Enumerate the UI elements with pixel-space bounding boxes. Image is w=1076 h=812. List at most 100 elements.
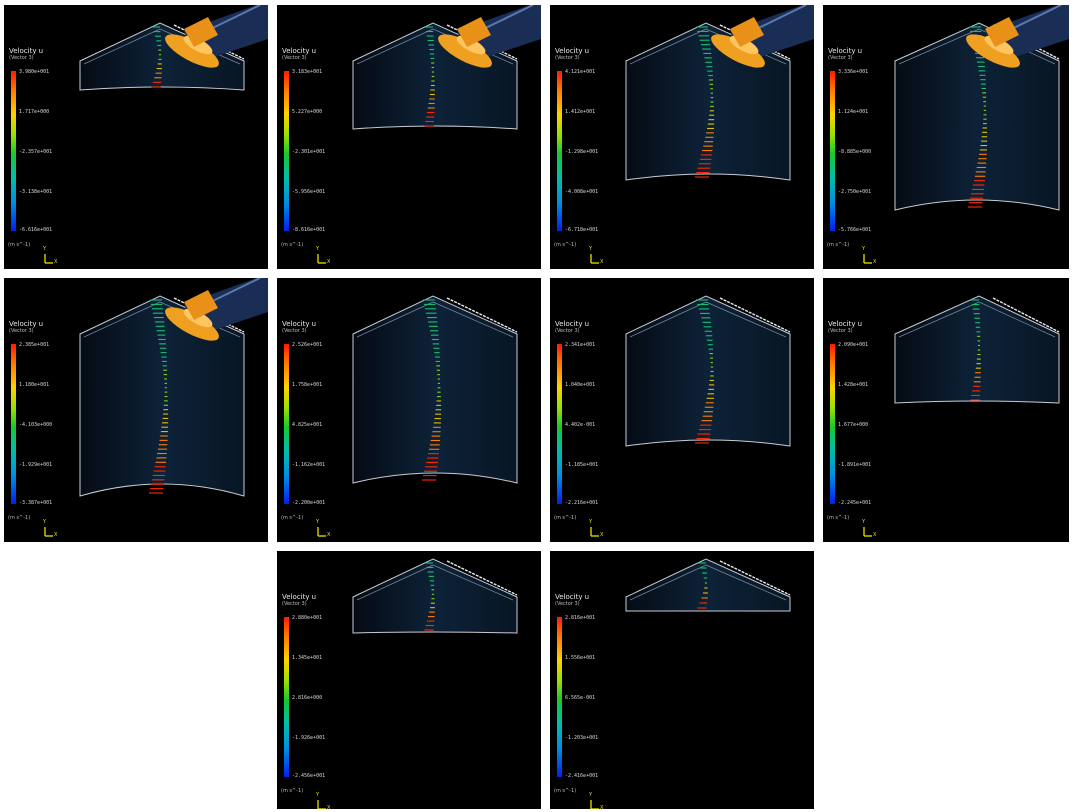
color-scale-bar	[284, 617, 289, 777]
color-scale-tick-label: 1.412e+001	[565, 109, 596, 115]
color-scale-tick-label: -1.929e+001	[19, 462, 53, 468]
color-scale-tick-label: -8.885e+000	[838, 149, 872, 155]
color-scale-tick-label: 2.880e+001	[292, 615, 323, 621]
legend-title: Velocity u	[555, 47, 590, 55]
color-scale-tick-label: -2.216e+001	[565, 500, 599, 506]
legend-subtitle: (Vector 3)	[555, 55, 580, 61]
x-axis-label: X	[873, 259, 877, 265]
intake-valve	[966, 5, 1069, 68]
color-scale-tick-label: 2.816e+000	[292, 695, 323, 701]
x-axis-label: X	[54, 532, 58, 538]
color-scale-tick-label: -3.138e+001	[19, 189, 53, 195]
color-scale-tick-label: -4.008e+001	[565, 189, 599, 195]
color-scale-tick-label: 1.717e+000	[19, 109, 50, 115]
intake-valve	[711, 5, 814, 68]
x-axis-label: X	[600, 532, 604, 538]
units-label: (m s^-1)	[281, 242, 304, 248]
y-axis-label: Y	[589, 246, 593, 252]
y-axis-label: Y	[43, 519, 47, 525]
legend-subtitle: (Vector 3)	[282, 328, 307, 334]
legend-subtitle: (Vector 3)	[555, 328, 580, 334]
units-label: (m s^-1)	[827, 242, 850, 248]
color-scale-tick-label: 1.428e+001	[838, 382, 869, 388]
color-scale-tick-label: 1.180e+001	[19, 382, 50, 388]
cylinder-scene	[79, 5, 268, 91]
x-axis-label: X	[600, 259, 604, 265]
cylinder-scene	[352, 5, 541, 130]
cfd-frame-panel: Velocity u(Vector 3) 4.121e+001 1.412e+001…	[550, 5, 814, 269]
x-axis-label: X	[54, 259, 58, 265]
intake-valve	[165, 5, 268, 68]
x-axis-label: X	[327, 532, 331, 538]
y-axis-label: Y	[589, 519, 593, 525]
color-scale-tick-label: -1.891e+001	[838, 462, 872, 468]
color-scale-bar	[11, 71, 16, 231]
legend-subtitle: (Vector 3)	[828, 55, 853, 61]
color-scale-tick-label: -1.185e+001	[565, 462, 599, 468]
legend-title: Velocity u	[282, 320, 317, 328]
combustion-chamber-outline	[894, 295, 1060, 404]
legend-subtitle: (Vector 3)	[555, 601, 580, 607]
legend-title: Velocity u	[282, 593, 317, 601]
color-scale-tick-label: -6.718e+001	[565, 227, 599, 233]
color-scale-tick-label: -3.387e+001	[19, 500, 53, 506]
color-scale-bar	[557, 71, 562, 231]
units-label: (m s^-1)	[554, 788, 577, 794]
color-scale-tick-label: 3.980e+001	[19, 69, 50, 75]
color-scale-bar	[830, 344, 835, 504]
cfd-frame-panel: Velocity u(Vector 3) 2.816e+001 1.556e+001…	[550, 551, 814, 809]
color-scale-tick-label: 1.556e+001	[565, 655, 596, 661]
color-scale-tick-label: 4.121e+001	[565, 69, 596, 75]
x-axis-label: X	[600, 805, 604, 809]
units-label: (m s^-1)	[8, 242, 31, 248]
color-scale-tick-label: 2.090e+001	[838, 342, 869, 348]
color-scale-tick-label: 1.124e+001	[838, 109, 869, 115]
intake-valve	[438, 5, 541, 68]
color-scale-tick-label: 5.227e+000	[292, 109, 323, 115]
color-scale-tick-label: -5.956e+001	[292, 189, 326, 195]
color-scale-tick-label: -1.203e+001	[565, 735, 599, 741]
color-scale-bar	[830, 71, 835, 231]
color-scale-tick-label: -2.456e+001	[292, 773, 326, 779]
color-scale-tick-label: 2.526e+001	[292, 342, 323, 348]
legend-title: Velocity u	[9, 47, 44, 55]
y-axis-label: Y	[862, 519, 866, 525]
cylinder-scene	[625, 295, 791, 447]
cylinder-scene	[625, 5, 814, 181]
color-scale-tick-label: 4.402e-001	[565, 422, 596, 428]
color-scale-tick-label: 1.345e+001	[292, 655, 323, 661]
color-scale-tick-label: -2.416e+001	[565, 773, 599, 779]
x-axis-label: X	[873, 532, 877, 538]
color-scale-tick-label: -2.750e+001	[838, 189, 872, 195]
combustion-chamber-outline	[625, 558, 791, 612]
color-scale-tick-label: 2.816e+001	[565, 615, 596, 621]
y-axis-label: Y	[316, 792, 320, 798]
combustion-chamber-outline	[79, 295, 245, 497]
intake-valve	[165, 278, 268, 341]
legend-title: Velocity u	[555, 593, 590, 601]
units-label: (m s^-1)	[554, 242, 577, 248]
color-scale-tick-label: -2.200e+001	[292, 500, 326, 506]
color-scale-tick-label: -1.162e+001	[292, 462, 326, 468]
legend-title: Velocity u	[828, 320, 863, 328]
color-scale-bar	[284, 344, 289, 504]
y-axis-label: Y	[862, 246, 866, 252]
units-label: (m s^-1)	[281, 515, 304, 521]
color-scale-tick-label: -2.357e+001	[19, 149, 53, 155]
cylinder-scene	[894, 295, 1060, 404]
y-axis-label: Y	[316, 519, 320, 525]
combustion-chamber-outline	[352, 295, 518, 484]
cylinder-scene	[352, 558, 518, 634]
